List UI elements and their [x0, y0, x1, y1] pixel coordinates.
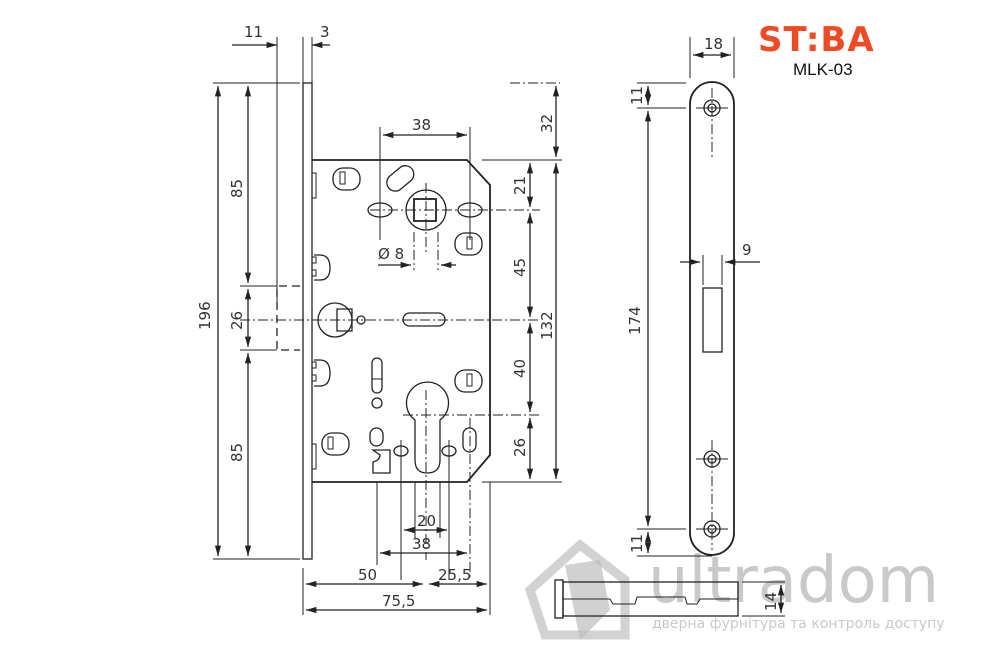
dim-bottom-total: 75,5	[382, 592, 415, 610]
dim-latch-width: 9	[742, 241, 752, 259]
dim-hole-offset-top: 11	[628, 86, 646, 105]
watermark-tagline: дверна фурнітура та контроль доступу	[652, 616, 945, 632]
model-number: MLK-03	[793, 60, 853, 79]
dim-thickness: 14	[762, 592, 780, 611]
dim-faceplate-width: 18	[704, 35, 723, 53]
dim-bottom-span: 38	[412, 535, 431, 553]
dim-top-right: 3	[320, 23, 330, 41]
watermark-name: ultradom	[648, 544, 939, 618]
dim-total-height: 196	[196, 301, 214, 330]
dim-cyl: 20	[417, 512, 436, 530]
dim-hole-spacing: 174	[626, 306, 644, 335]
dim-body: 132	[538, 311, 556, 340]
house-logo-icon	[524, 539, 630, 640]
dim-d: 26	[511, 438, 529, 457]
front-view: 11 3 196 85 26 85 38 Ø 8 32 21 45 40	[196, 23, 562, 615]
dim-backset: 50	[358, 566, 377, 584]
side-view: 14	[554, 579, 785, 619]
dim-c: 40	[511, 359, 529, 378]
dim-upper: 85	[228, 179, 246, 198]
dim-top-offset: 32	[538, 114, 556, 133]
dim-a: 21	[511, 176, 529, 195]
dim-top-left: 11	[244, 23, 263, 41]
dim-hole-offset-bottom: 11	[628, 534, 646, 553]
faceplate-view: 9 18 11 174 11	[626, 35, 760, 557]
dim-lower: 85	[228, 443, 246, 462]
brand-name: ST:BA	[758, 20, 875, 60]
dim-middle: 26	[228, 311, 246, 330]
brand-logo: ST:BA MLK-03	[758, 20, 875, 79]
dim-spindle: Ø 8	[378, 245, 404, 263]
dim-rear: 25,5	[438, 566, 471, 584]
dim-top-span: 38	[412, 116, 431, 134]
watermark: ultradom дверна фурнітура та контроль до…	[524, 539, 945, 640]
dim-b: 45	[511, 258, 529, 277]
